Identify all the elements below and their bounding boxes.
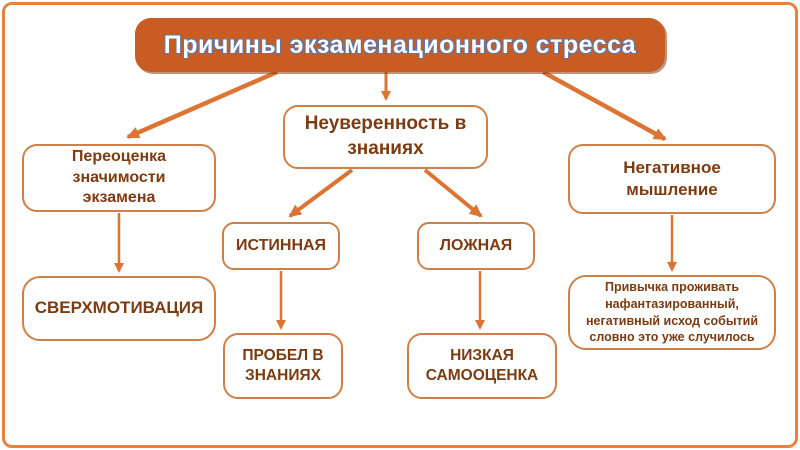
node-label: Привычка проживать нафантазированный, не… <box>586 279 758 345</box>
edge-uncertainty-to-true <box>288 168 354 218</box>
node-negative-thinking: Негативное мышление <box>568 144 776 214</box>
node-overvalue-exam-importance: Переоценка значимости экзамена <box>22 144 216 212</box>
node-label: ПРОБЕЛ В ЗНАНИЯХ <box>242 346 324 384</box>
edge-title-to-overvalue <box>126 69 278 140</box>
node-knowledge-gap: ПРОБЕЛ В ЗНАНИЯХ <box>223 333 343 399</box>
node-overmotivation: СВЕРХМОТИВАЦИЯ <box>22 276 216 341</box>
node-label: Неуверенность в знаниях <box>304 113 467 159</box>
node-label: Негативное мышление <box>623 157 721 199</box>
node-fantasy-habit: Привычка проживать нафантазированный, не… <box>568 275 776 350</box>
edge-title-to-negative-thinking <box>541 70 667 141</box>
node-label: НИЗКАЯ САМООЦЕНКА <box>425 346 539 384</box>
node-low-self-esteem: НИЗКАЯ САМООЦЕНКА <box>407 333 557 399</box>
node-label: Переоценка значимости экзамена <box>71 147 167 207</box>
node-uncertainty-in-knowledge: Неуверенность в знаниях <box>283 105 488 169</box>
edge-uncertainty-to-false <box>423 168 483 218</box>
node-false-uncertainty: ЛОЖНАЯ <box>417 222 535 270</box>
node-label: ИСТИННАЯ <box>235 236 327 254</box>
node-true-uncertainty: ИСТИННАЯ <box>222 222 340 270</box>
diagram-title-box: Причины экзаменационного стресса <box>135 18 665 72</box>
diagram-title: Причины экзаменационного стресса <box>163 30 637 59</box>
node-label: СВЕРХМОТИВАЦИЯ <box>34 298 204 318</box>
node-label: ЛОЖНАЯ <box>439 236 513 254</box>
